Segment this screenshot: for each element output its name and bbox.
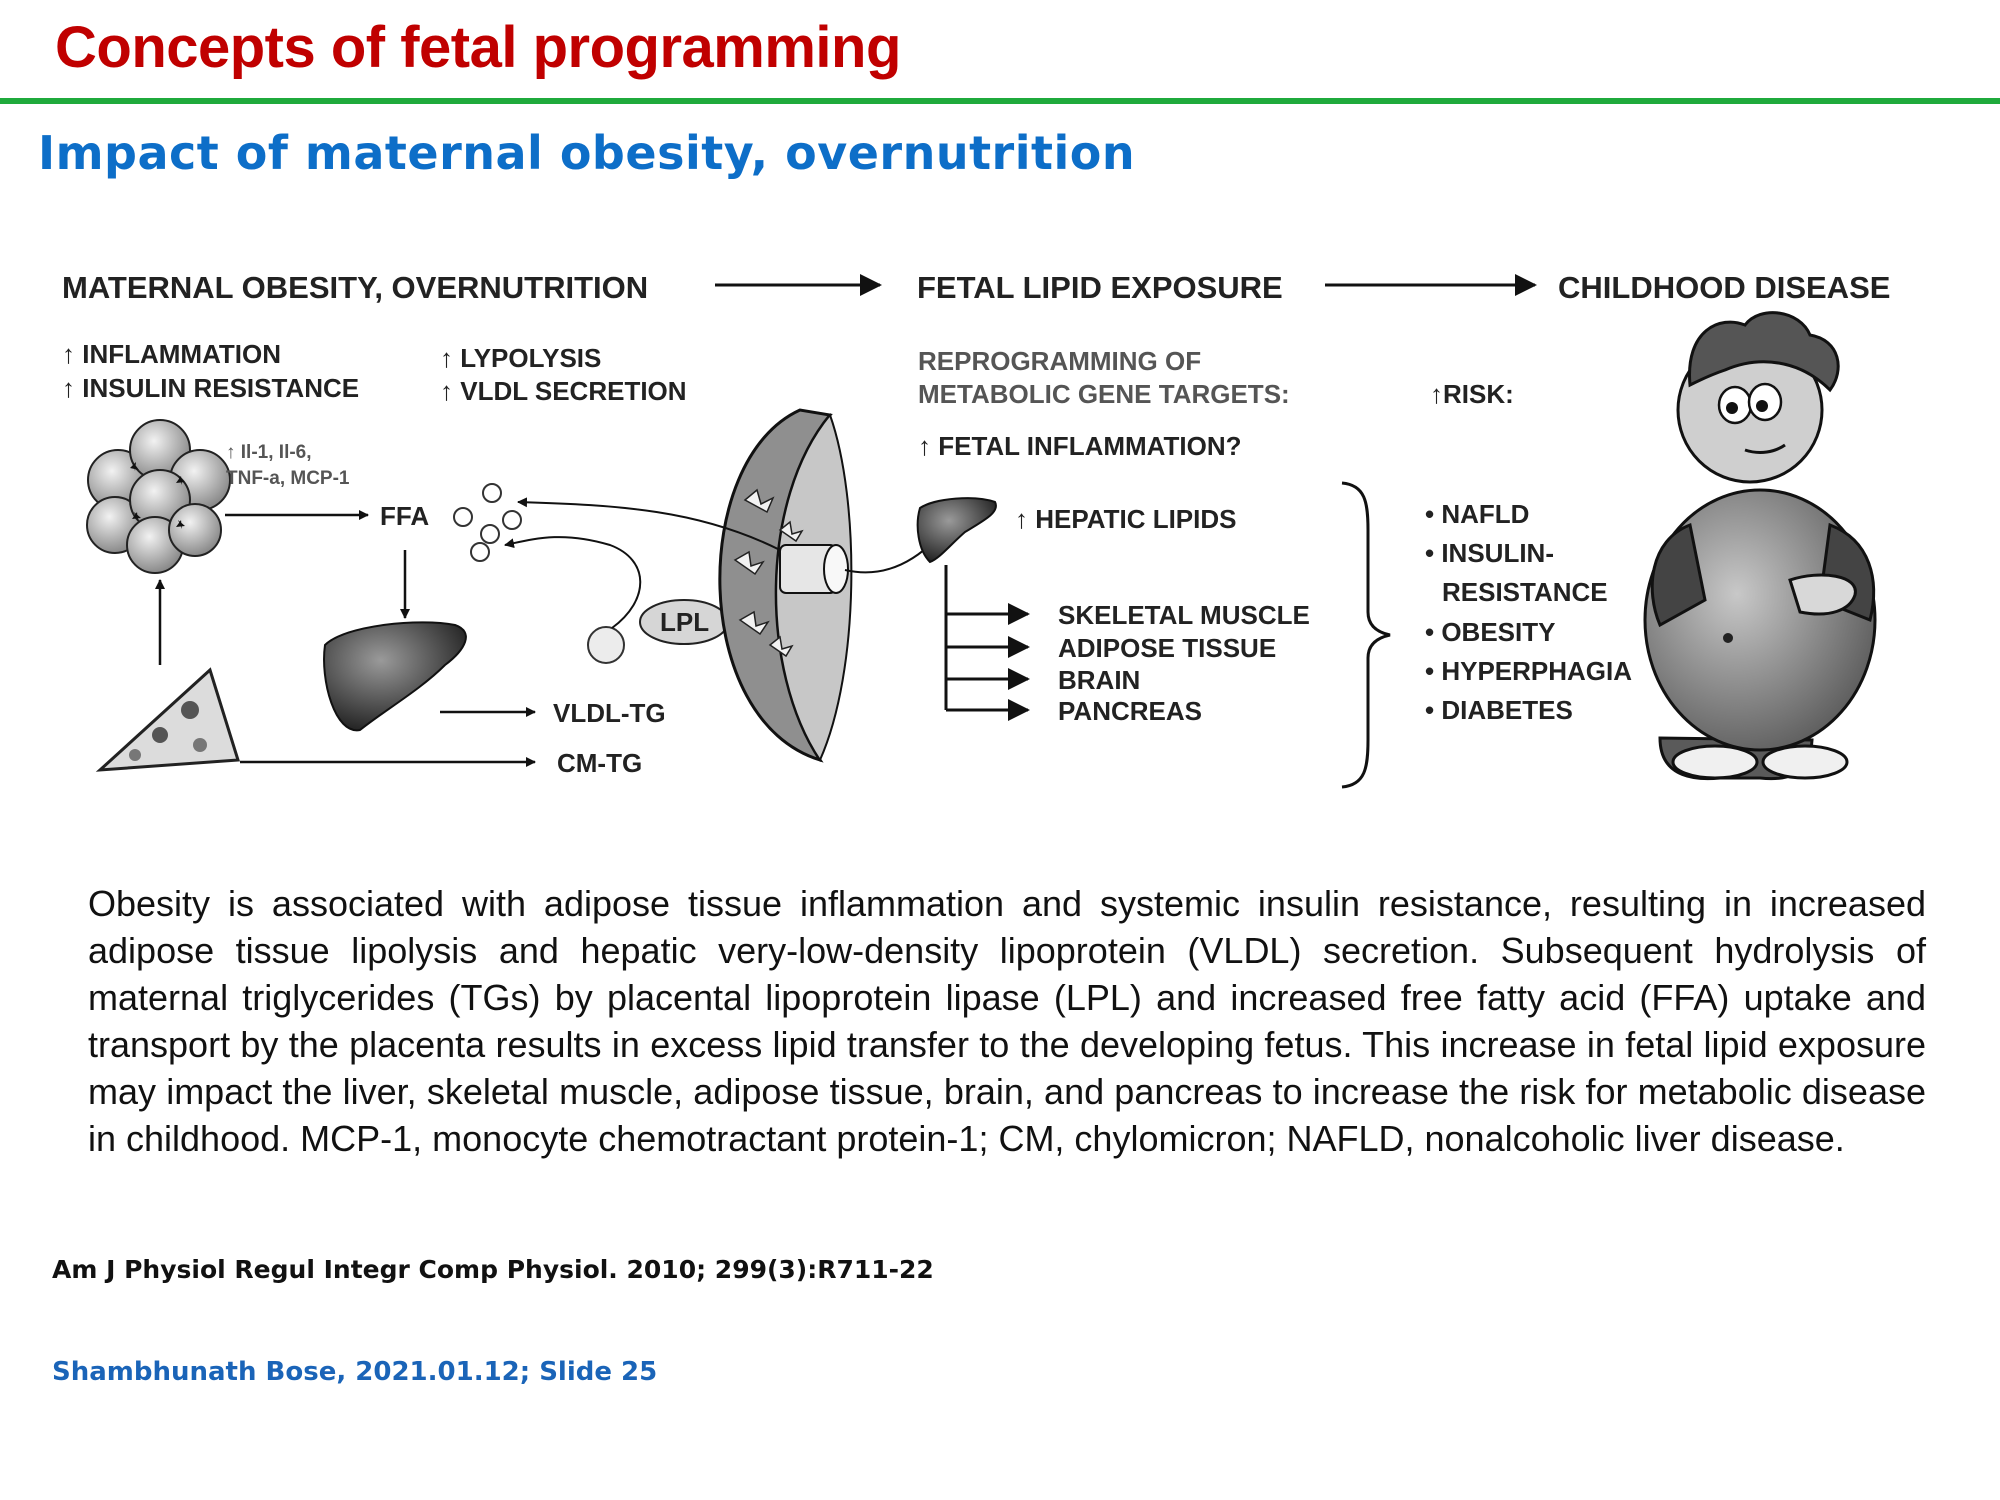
curly-brace	[1341, 481, 1391, 789]
hepatic-lipids-label: ↑ HEPATIC LIPIDS	[1015, 504, 1237, 534]
obese-child-cartoon	[1643, 311, 1877, 781]
target-adipose-tissue: ADIPOSE TISSUE	[1058, 633, 1276, 663]
insulin-resistance-label: ↑ INSULIN RESISTANCE	[62, 373, 359, 403]
pizza-slice-illustration	[95, 667, 240, 772]
risk-nafld: • NAFLD	[1425, 499, 1529, 529]
target-brain: BRAIN	[1058, 665, 1140, 695]
vldl-tg-label: VLDL-TG	[553, 698, 666, 728]
slide-title: Concepts of fetal programming	[55, 15, 901, 80]
heading-childhood: CHILDHOOD DISEASE	[1558, 270, 1890, 305]
cytokines-label-line2: TNF-a, MCP-1	[226, 468, 350, 489]
fetal-programming-diagram: MATERNAL OBESITY, OVERNUTRITION FETAL LI…	[62, 270, 1890, 789]
reprogramming-label-line1: REPROGRAMMING OF	[918, 346, 1201, 376]
placenta-illustration	[718, 408, 853, 763]
cm-tg-label: CM-TG	[557, 748, 642, 778]
slide-footer: Shambhunath Bose, 2021.01.12; Slide 25	[52, 1357, 658, 1387]
cytokines-label-line1: ↑ Il-1, Il-6,	[226, 442, 312, 463]
citation: Am J Physiol Regul Integr Comp Physiol. …	[52, 1255, 934, 1284]
risk-insulin: • INSULIN-	[1425, 538, 1554, 568]
placenta-to-ffa-arrow	[517, 497, 781, 551]
lipoprotein-particle	[587, 626, 625, 664]
ffa-droplets	[453, 483, 522, 562]
risk-obesity: • OBESITY	[1425, 617, 1555, 647]
title-divider	[0, 98, 2000, 104]
risk-resistance: RESISTANCE	[1442, 577, 1608, 607]
ffa-label: FFA	[380, 501, 429, 531]
risk-diabetes: • DIABETES	[1425, 695, 1573, 725]
target-pancreas: PANCREAS	[1058, 696, 1202, 726]
lpl-label: LPL	[660, 607, 709, 637]
figure-caption: Obesity is associated with adipose tissu…	[88, 883, 1926, 1159]
lypolysis-label: ↑ LYPOLYSIS	[440, 343, 601, 373]
fetal-inflammation-label: ↑ FETAL INFLAMMATION?	[918, 431, 1242, 461]
risk-label: ↑RISK:	[1430, 379, 1514, 409]
risk-hyperphagia: • HYPERPHAGIA	[1425, 656, 1632, 686]
adipose-tissue-illustration	[86, 419, 231, 574]
reprogramming-label-line2: METABOLIC GENE TARGETS:	[918, 379, 1290, 409]
inflammation-label: ↑ INFLAMMATION	[62, 339, 281, 369]
heading-fetal: FETAL LIPID EXPOSURE	[917, 270, 1283, 305]
slide-subtitle: Impact of maternal obesity, overnutritio…	[38, 126, 1136, 180]
vldl-secretion-label: ↑ VLDL SECRETION	[440, 376, 687, 406]
target-skeletal-muscle: SKELETAL MUSCLE	[1058, 600, 1310, 630]
heading-maternal: MATERNAL OBESITY, OVERNUTRITION	[62, 270, 648, 305]
fetal-liver-illustration	[916, 497, 997, 564]
lpl-to-ffa-arrow	[504, 536, 642, 629]
maternal-liver-illustration	[323, 621, 467, 732]
